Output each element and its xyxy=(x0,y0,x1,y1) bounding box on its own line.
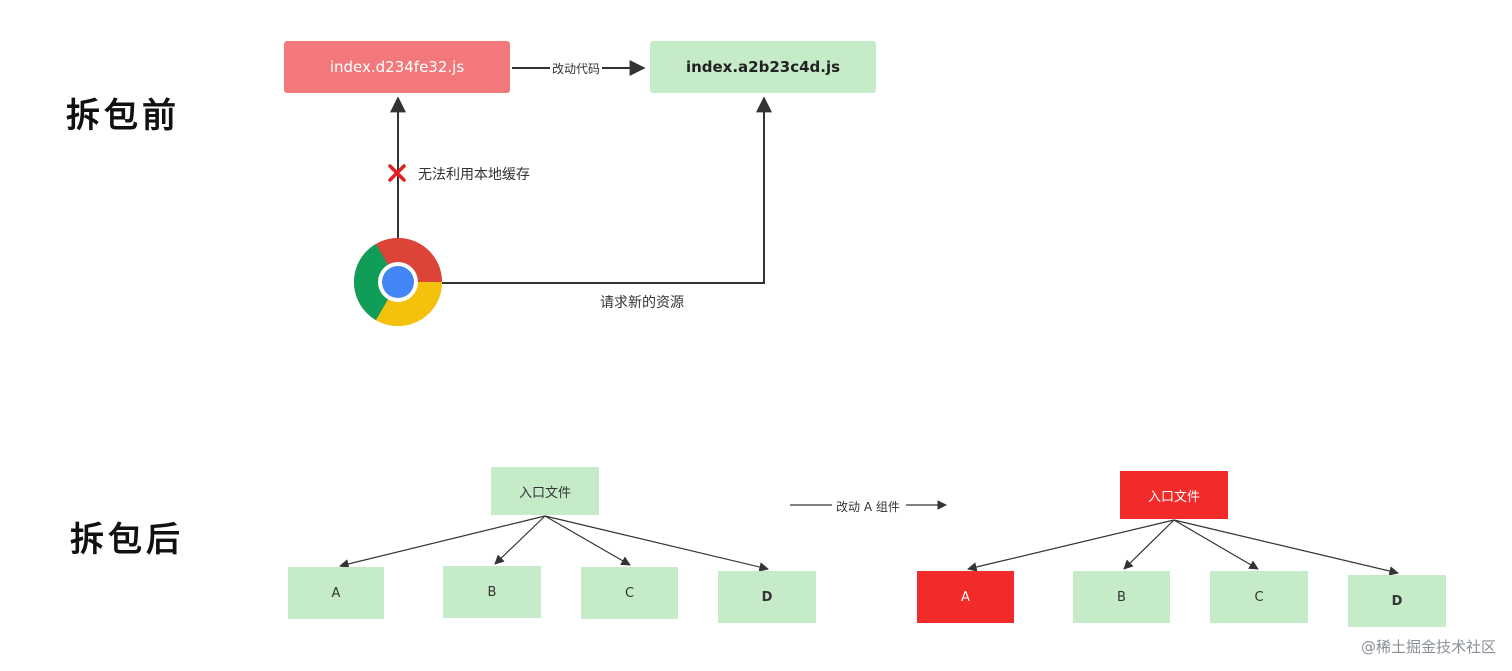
left-node-c-label: C xyxy=(624,585,635,601)
left-node-b-label: B xyxy=(487,584,497,600)
edge-right-b xyxy=(1123,519,1175,570)
after-title: 拆包后 xyxy=(70,520,184,560)
right-node-b-label: B xyxy=(1117,589,1126,605)
right-node-c-label: C xyxy=(1254,589,1264,605)
right-node-b: B xyxy=(1073,571,1170,623)
left-node-c: C xyxy=(581,567,678,619)
arrow-browser-to-new xyxy=(440,96,772,284)
right-node-d: D xyxy=(1348,575,1446,627)
edge-right-c xyxy=(1173,519,1259,570)
request-new-label: 请求新的资源 xyxy=(600,295,684,311)
watermark: @稀土掘金技术社区 xyxy=(1360,638,1496,656)
right-node-d-label: D xyxy=(1391,593,1403,609)
cross-icon xyxy=(388,164,406,182)
before-title: 拆包前 xyxy=(66,96,180,136)
right-entry-node: 入口文件 xyxy=(1120,471,1228,519)
edge-right-a xyxy=(967,519,1175,572)
left-node-d: D xyxy=(718,571,816,623)
change-component-label: 改动 A 组件 xyxy=(836,500,900,514)
left-node-d-label: D xyxy=(761,589,773,605)
left-node-b: B xyxy=(443,566,541,618)
edge-left-a xyxy=(339,515,546,569)
left-node-a: A xyxy=(288,567,384,619)
new-bundle-box: index.a2b23c4d.js xyxy=(650,41,876,93)
change-code-label: 改动代码 xyxy=(550,60,603,77)
left-node-a-label: A xyxy=(331,585,341,601)
right-node-a: A xyxy=(917,571,1014,623)
edge-left-b xyxy=(494,515,546,565)
chrome-icon xyxy=(354,238,442,326)
left-entry-label: 入口文件 xyxy=(518,485,571,501)
new-bundle-label: index.a2b23c4d.js xyxy=(685,58,841,76)
old-bundle-label: index.d234fe32.js xyxy=(329,58,465,76)
cache-fail-label: 无法利用本地缓存 xyxy=(418,167,530,183)
edge-left-d xyxy=(544,515,769,572)
right-node-a-label: A xyxy=(961,589,970,605)
edge-left-c xyxy=(544,515,631,566)
right-node-c: C xyxy=(1210,571,1308,623)
left-entry-node: 入口文件 xyxy=(491,467,599,515)
edge-right-d xyxy=(1173,519,1399,576)
right-entry-label: 入口文件 xyxy=(1147,489,1200,505)
old-bundle-box: index.d234fe32.js xyxy=(284,41,510,93)
